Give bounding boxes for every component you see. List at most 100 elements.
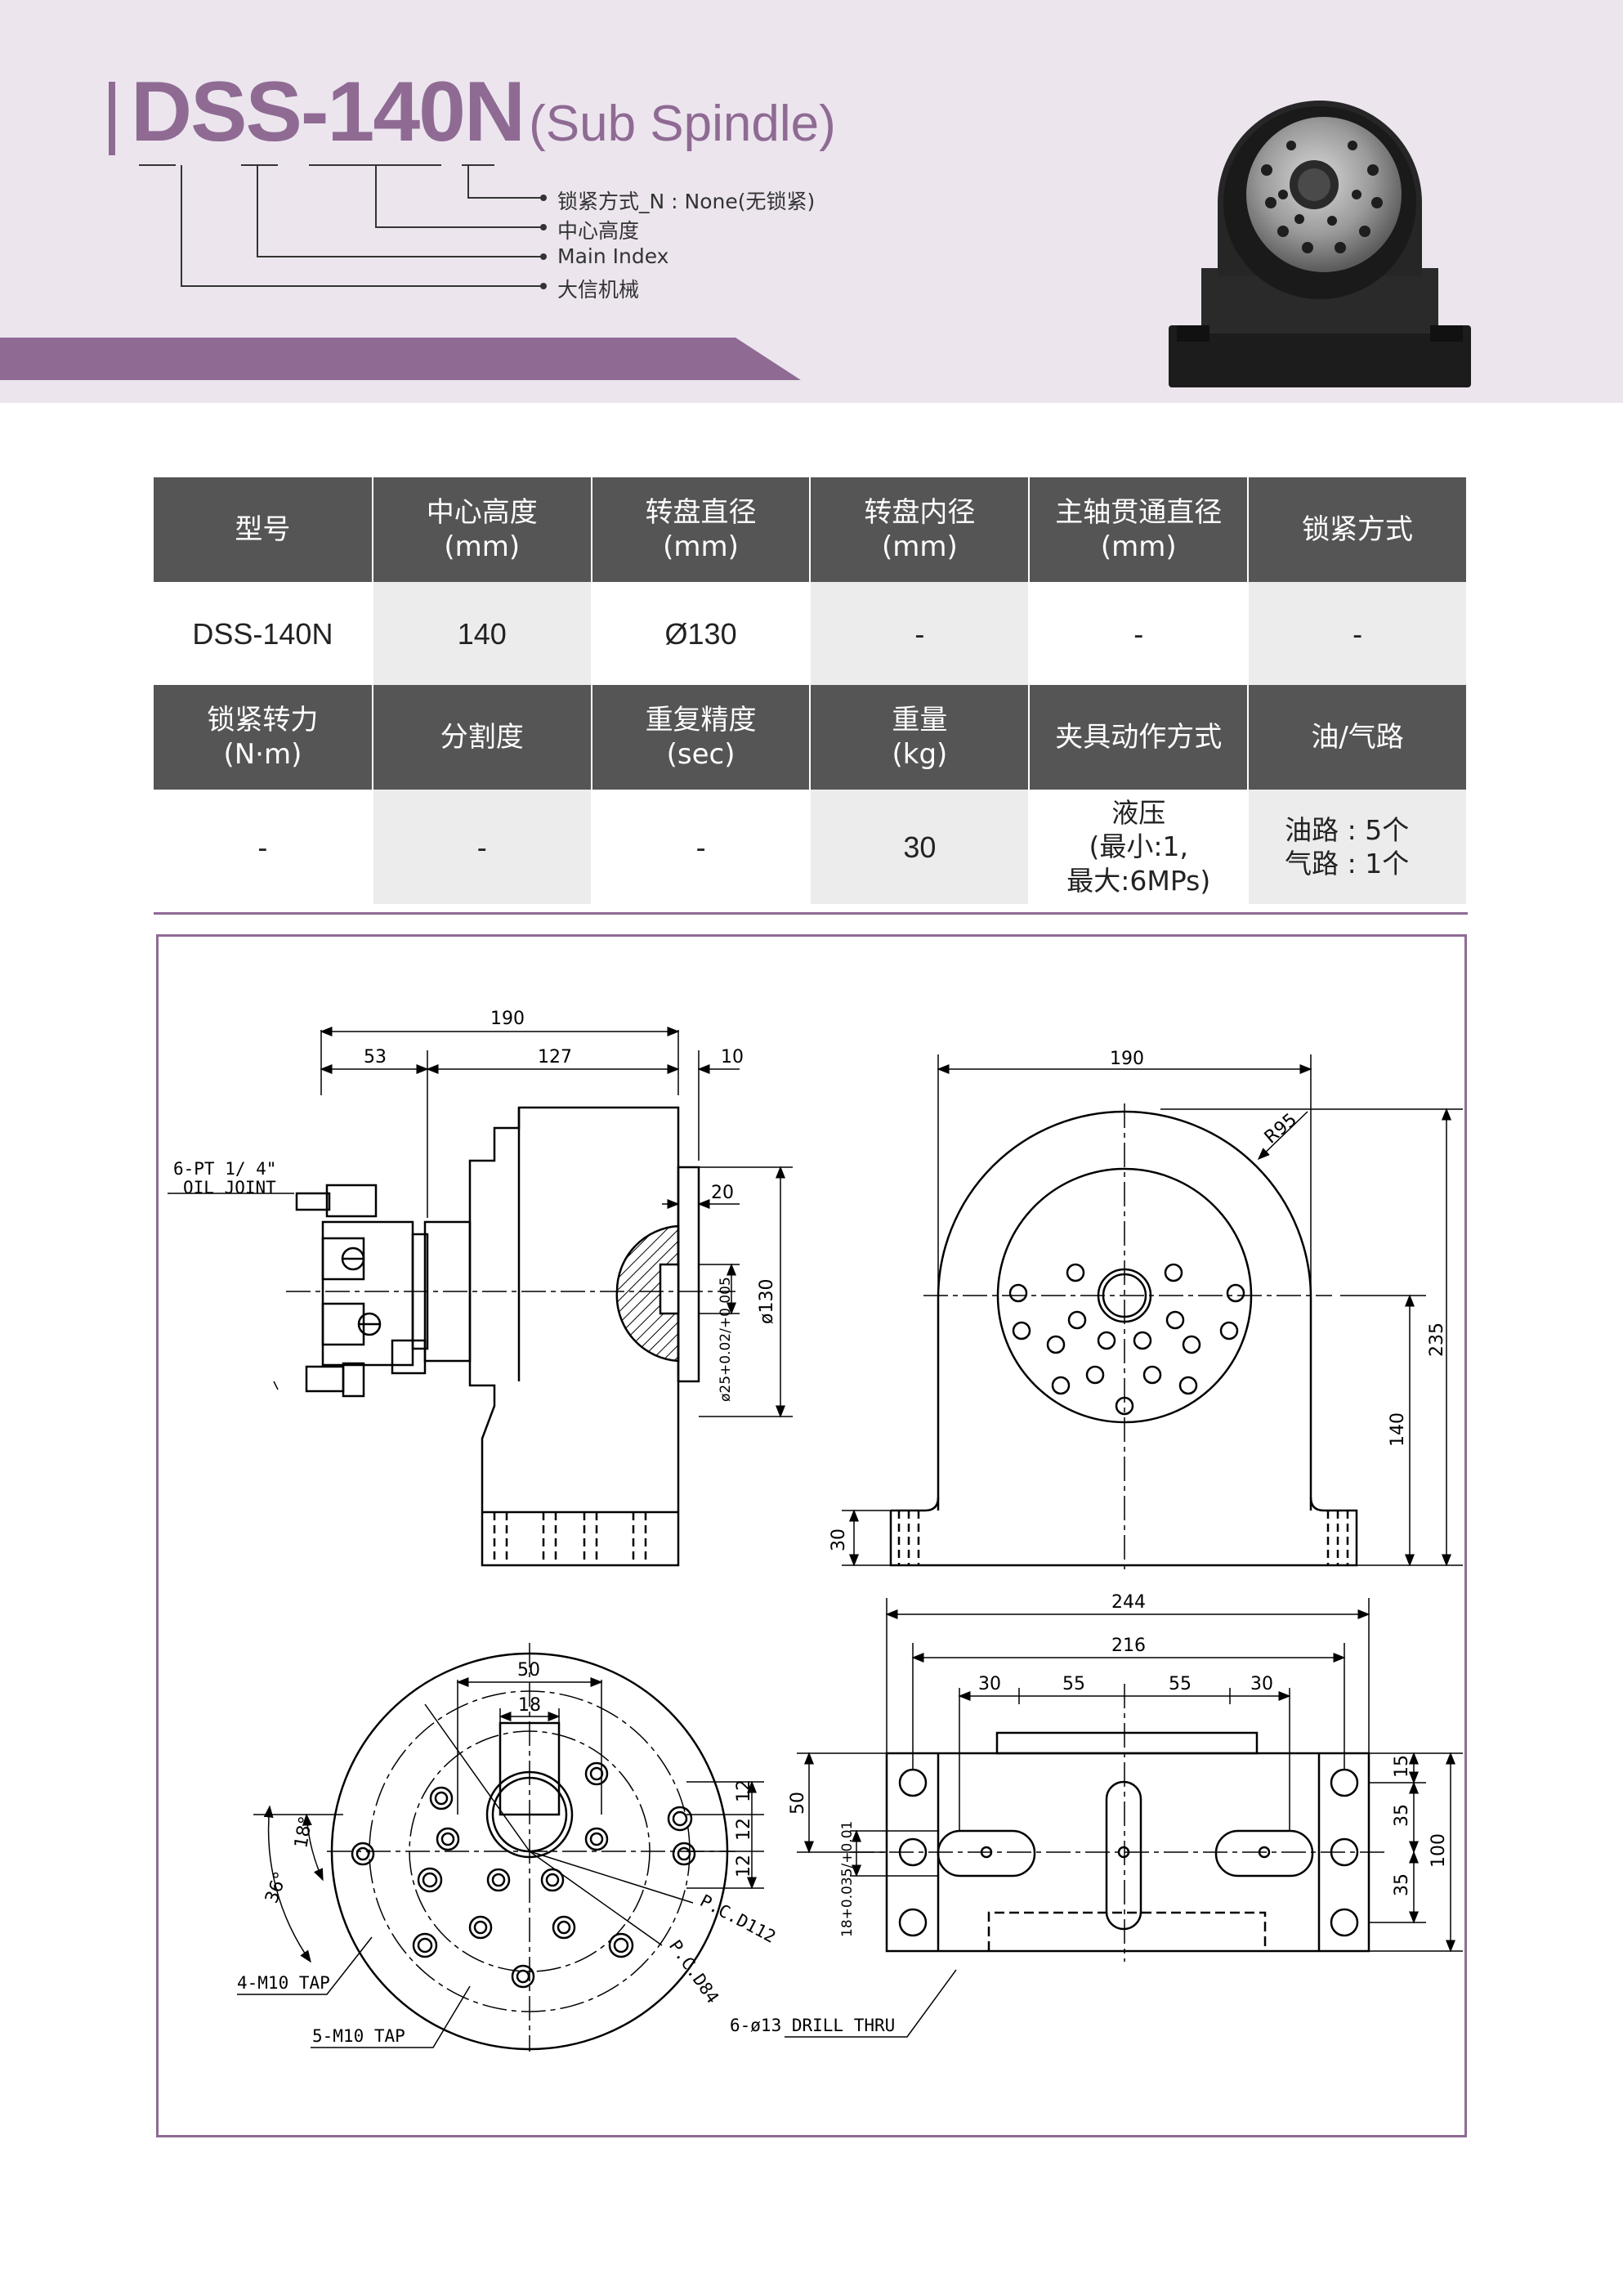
dim-190-side: 190 (490, 1009, 525, 1029)
dim-244: 244 (1111, 1592, 1146, 1613)
spec-bottom-line (154, 912, 1468, 915)
model-name: DSS-140N (131, 65, 525, 159)
dim-35a: 35 (1392, 1804, 1412, 1827)
bottom-right-view (850, 1684, 1389, 1962)
header-inner-diameter: 转盘内径 (mm) (810, 477, 1031, 582)
header-model-text: 型号 (235, 512, 291, 546)
drawing-frame (156, 934, 1467, 2137)
dim-30b: 30 (1250, 1674, 1273, 1694)
tap-4-label: 4-M10 TAP (237, 1973, 330, 1993)
bottom-left-holes (351, 1761, 696, 1989)
dim-53: 53 (364, 1047, 387, 1067)
dim-30a: 30 (978, 1674, 1001, 1694)
dim-50-bl: 50 (517, 1660, 540, 1681)
dim-140: 140 (1388, 1412, 1408, 1447)
dim-15: 15 (1392, 1755, 1412, 1778)
model-subtitle: (Sub Spindle) (529, 96, 836, 152)
angle-36: 36° (262, 1869, 292, 1906)
header-repeatability: 重复精度 (sec) (591, 685, 812, 790)
dim-55a: 55 (1062, 1674, 1085, 1694)
header-clamp-method-text: 夹具动作方式 (1055, 720, 1223, 754)
header-lock-torque: 锁紧转力 (N·m) (154, 685, 373, 790)
product-photo (1169, 101, 1471, 387)
spec-value-row-1: DSS-140N 140 Ø130 - - - (154, 582, 1468, 685)
spec-header-row-1: 型号 中心高度 (mm) 转盘直径 (mm) 转盘内径 (mm) 主轴贯通直径 … (154, 477, 1468, 582)
dim-od-130: ø130 (757, 1279, 777, 1324)
header-through-hole-text: 主轴贯通直径 (mm) (1055, 495, 1223, 564)
value-center-height: 140 (372, 582, 592, 685)
dim-50-br: 50 (788, 1792, 808, 1815)
dim-12c: 12 (734, 1855, 754, 1878)
dim-20: 20 (711, 1183, 734, 1203)
header-lock-type: 锁紧方式 (1248, 477, 1468, 582)
pcd-84-label: P.C.D84 (665, 1936, 722, 2007)
legend-main-index: Main Index (557, 244, 669, 268)
bottom-left-dimension-lines (237, 1677, 764, 2048)
value-repeatability: - (591, 790, 812, 904)
dim-127: 127 (538, 1047, 572, 1067)
header-oil-air: 油/气路 (1248, 685, 1468, 790)
value-lock-type: - (1248, 582, 1468, 685)
dim-10: 10 (721, 1047, 744, 1067)
header-band (0, 338, 801, 380)
header-center-height: 中心高度 (mm) (372, 477, 592, 582)
front-bolt-holes (1008, 1263, 1245, 1416)
value-table-diameter: Ø130 (591, 582, 812, 685)
header-weight: 重量 (kg) (810, 685, 1031, 790)
header-table-diameter-text: 转盘直径 (mm) (645, 495, 757, 564)
header-repeatability-text: 重复精度 (sec) (645, 703, 757, 772)
dim-12b: 12 (734, 1818, 754, 1841)
value-inner-diameter: - (810, 582, 1031, 685)
dim-bore-25: ø25+0.02/+0.005 (718, 1277, 734, 1402)
dim-55b: 55 (1169, 1674, 1192, 1694)
header-division: 分割度 (372, 685, 592, 790)
dim-slot-18: 18+0.035/+0.01 (839, 1821, 856, 1937)
front-view-dimension-lines (842, 1054, 1463, 1567)
dim-r95: R95 (1261, 1110, 1301, 1148)
tap-5-label: 5-M10 TAP (312, 2026, 405, 2046)
value-division: - (372, 790, 592, 904)
dim-12a: 12 (734, 1779, 754, 1802)
value-model: DSS-140N (154, 582, 373, 685)
value-clamp-method: 液压 (最小:1, 最大:6MPs) (1029, 790, 1250, 904)
model-code-legend-lines (139, 164, 547, 289)
header-oil-air-text: 油/气路 (1311, 720, 1404, 754)
bottom-right-dimension-lines (785, 1598, 1463, 2038)
front-view-dimension-text: 190 R95 235 140 30 (829, 1049, 1447, 1551)
spec-table: 型号 中心高度 (mm) 转盘直径 (mm) 转盘内径 (mm) 主轴贯通直径 … (154, 477, 1468, 904)
side-view (286, 1106, 735, 1567)
header-division-text: 分割度 (440, 720, 524, 754)
front-view (889, 1103, 1358, 1573)
legend-brand: 大信机械 (557, 278, 640, 302)
header-lock-torque-text: 锁紧转力 (N·m) (207, 703, 319, 772)
value-lock-torque: - (154, 790, 373, 904)
value-oil-air: 油路 : 5个 气路 : 1个 (1248, 790, 1468, 904)
side-view-dimension-lines (168, 1027, 793, 1418)
header-model: 型号 (154, 477, 373, 582)
title-accent-bar (109, 82, 115, 155)
dim-30-base: 30 (829, 1528, 849, 1551)
header-weight-text: 重量 (kg) (892, 703, 948, 772)
bottom-right-dimension-text: 244 216 30 55 55 30 50 15 35 35 100 18+0… (730, 1592, 1449, 2035)
dim-216: 216 (1111, 1636, 1146, 1656)
drill-label: 6-ø13 DRILL THRU (730, 2016, 895, 2035)
page-title: DSS-140N(Sub Spindle) (131, 69, 836, 154)
spec-header-row-2: 锁紧转力 (N·m) 分割度 重复精度 (sec) 重量 (kg) 夹具动作方式… (154, 685, 1468, 790)
dim-100: 100 (1429, 1833, 1449, 1868)
value-through-hole: - (1029, 582, 1250, 685)
side-view-dimension-text: 190 53 127 10 20 ø130 ø25+0.02/+0.005 6-… (173, 1009, 777, 1402)
oil-joint-label-1: 6-PT 1/ 4" (173, 1159, 276, 1179)
dim-35b: 35 (1392, 1873, 1412, 1896)
pcd-112-label: P.C.D112 (697, 1891, 780, 1947)
header-lock-type-text: 锁紧方式 (1302, 512, 1414, 546)
dim-235: 235 (1427, 1323, 1447, 1357)
dim-18-bl: 18 (518, 1695, 541, 1716)
spec-value-row-2: - - - 30 液压 (最小:1, 最大:6MPs) 油路 : 5个 气路 :… (154, 790, 1468, 904)
header-table-diameter: 转盘直径 (mm) (591, 477, 812, 582)
header-center-height-text: 中心高度 (mm) (426, 495, 538, 564)
angle-18: 18° (291, 1815, 316, 1850)
header-clamp-method: 夹具动作方式 (1029, 685, 1250, 790)
header-inner-diameter-text: 转盘内径 (mm) (864, 495, 976, 564)
legend-lock-type: 锁紧方式_N : None(无锁紧) (557, 190, 816, 213)
